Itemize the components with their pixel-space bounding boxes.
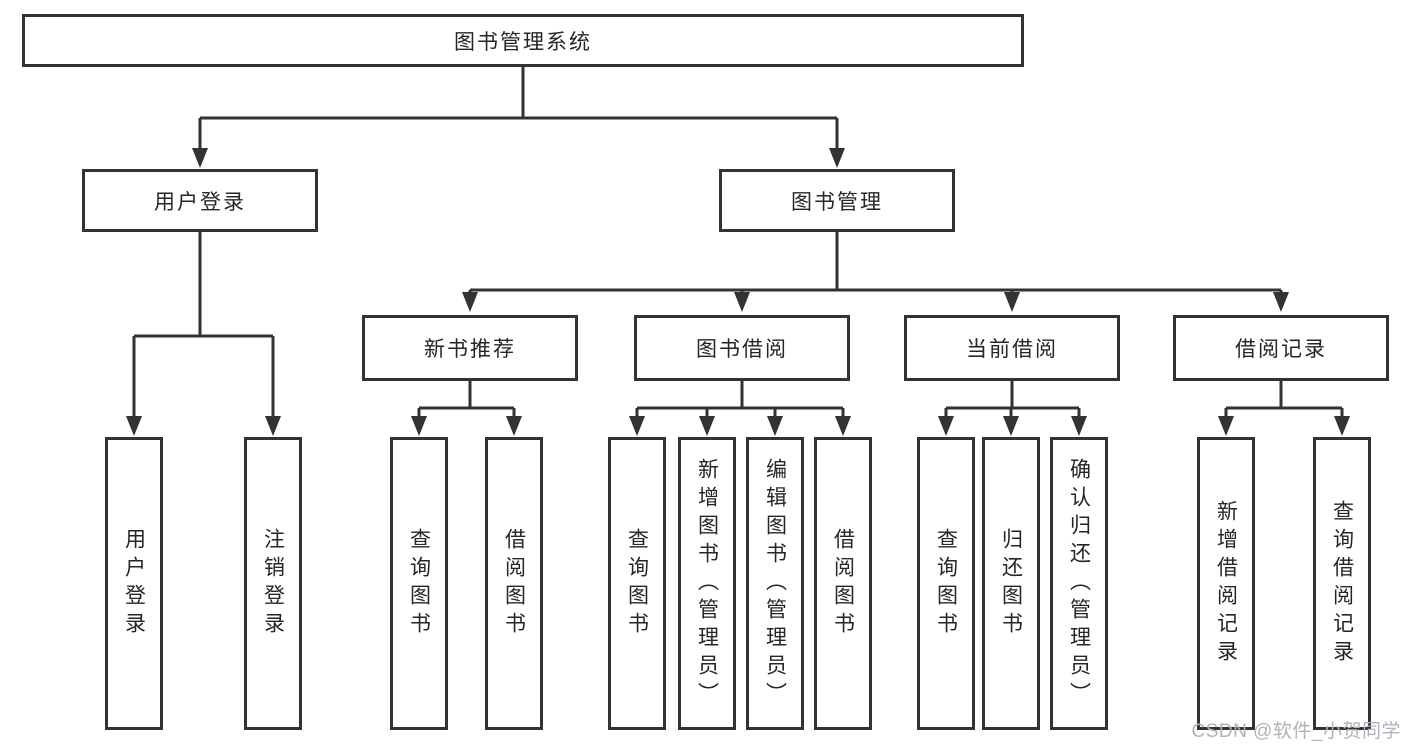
leaf-add-book-admin: 新增图书（管理员） [678, 437, 736, 730]
leaf-logout: 注销登录 [244, 437, 302, 730]
node-root: 图书管理系统 [22, 14, 1024, 67]
leaf-return-book: 归还图书 [982, 437, 1040, 730]
leaf-add-borrow-record: 新增借阅记录 [1197, 437, 1255, 730]
leaf-borrow-books: 借阅图书 [814, 437, 872, 730]
leaf-query-borrow-record: 查询借阅记录 [1313, 437, 1371, 730]
node-new-book-recommend: 新书推荐 [362, 315, 578, 381]
node-book-borrow: 图书借阅 [634, 315, 850, 381]
leaf-edit-book-admin: 编辑图书（管理员） [746, 437, 804, 730]
leaf-confirm-return-admin: 确认归还（管理员） [1050, 437, 1108, 730]
node-book-management: 图书管理 [719, 169, 955, 232]
leaf-query-books-borrow: 查询图书 [608, 437, 666, 730]
leaf-borrow-books-recommend: 借阅图书 [485, 437, 543, 730]
node-user-login: 用户登录 [82, 169, 318, 232]
node-borrow-records: 借阅记录 [1173, 315, 1389, 381]
leaf-query-books-recommend: 查询图书 [390, 437, 448, 730]
csdn-watermark: CSDN @软件_小贺同学 [1191, 721, 1401, 742]
leaf-query-books-current: 查询图书 [917, 437, 975, 730]
leaf-user-login: 用户登录 [105, 437, 163, 730]
node-current-borrow: 当前借阅 [904, 315, 1120, 381]
